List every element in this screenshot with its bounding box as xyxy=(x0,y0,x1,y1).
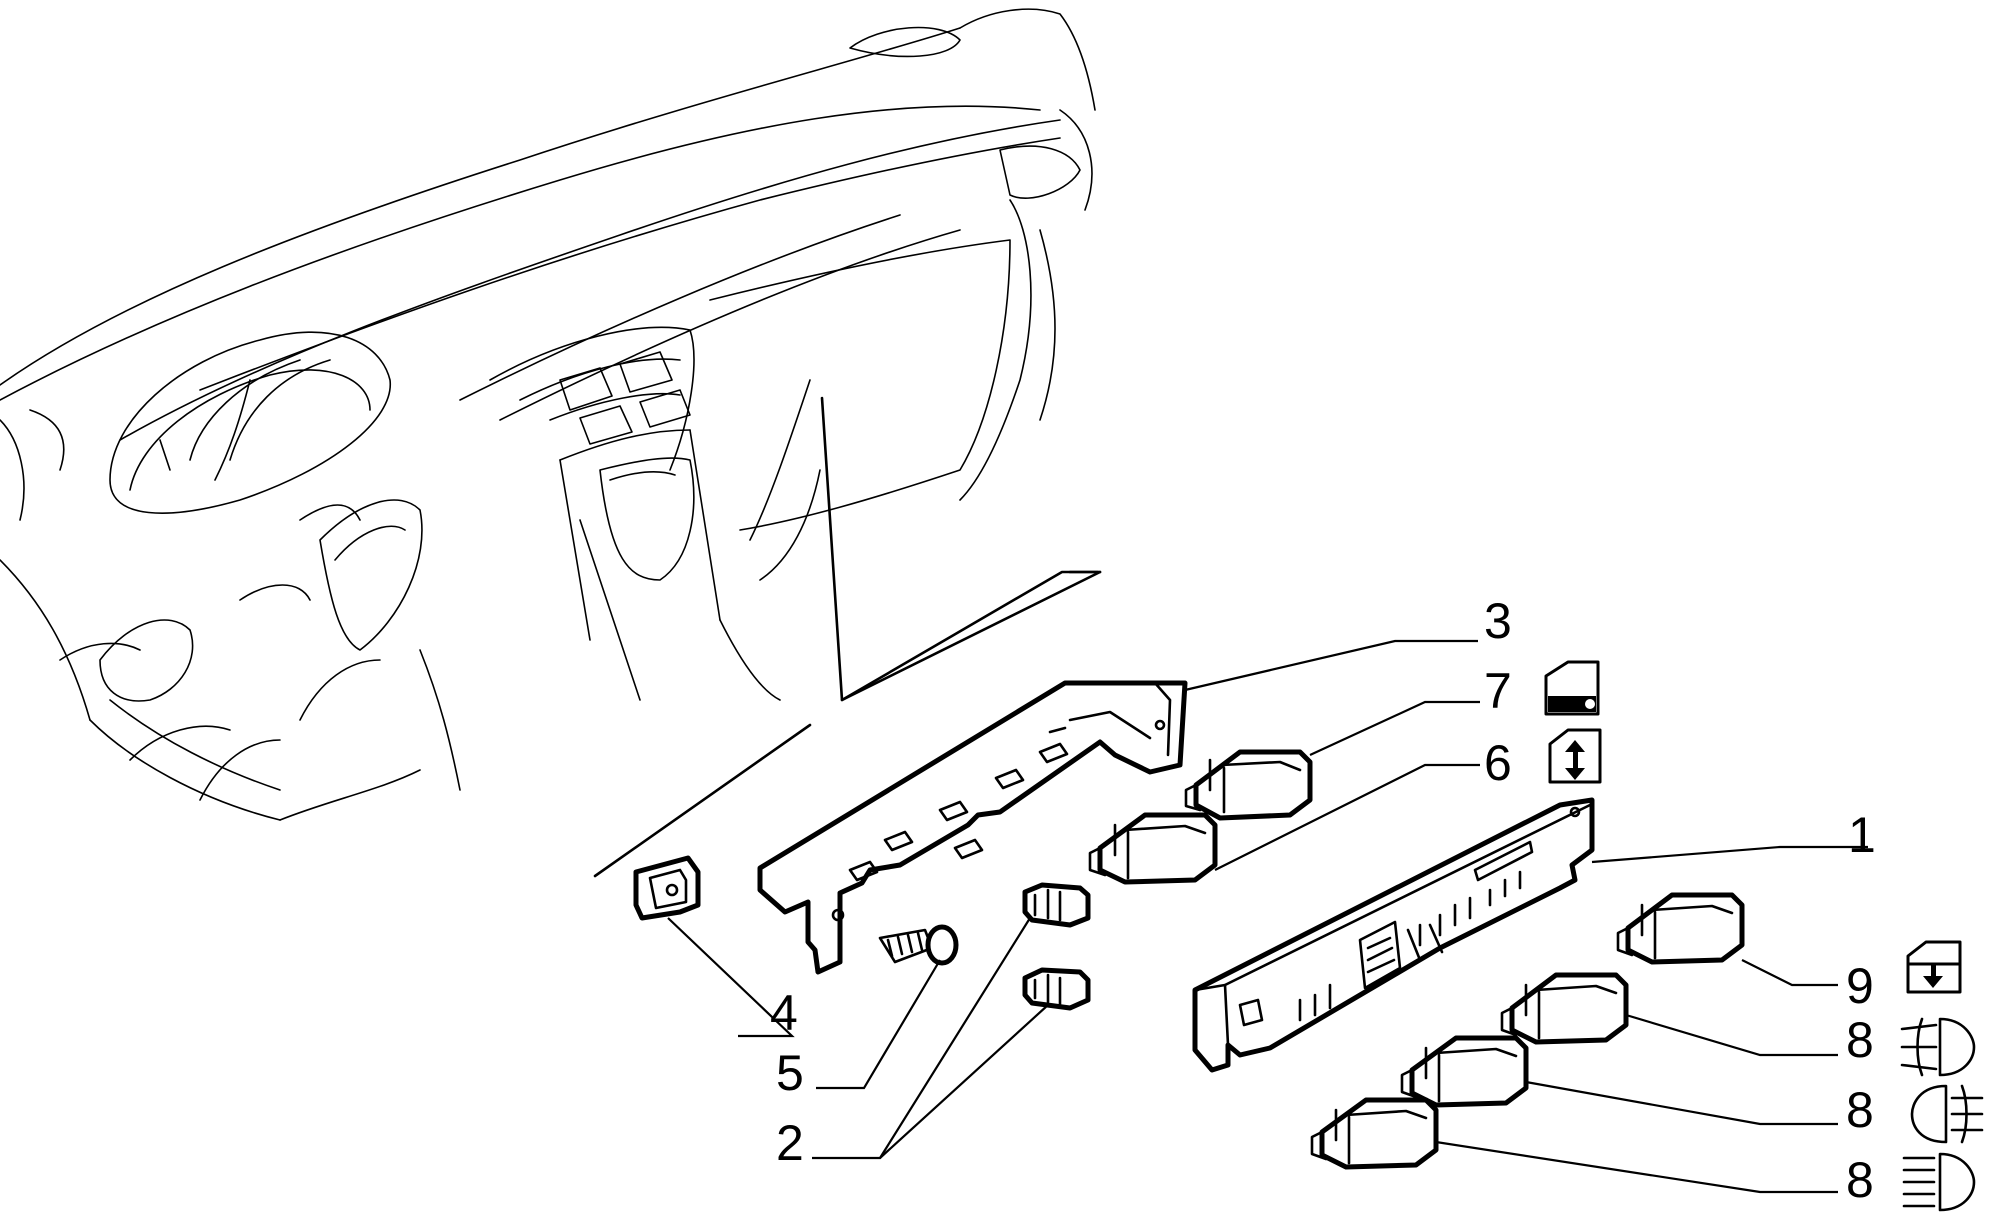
headlight-high-beam-icon xyxy=(1902,1152,1976,1212)
screw xyxy=(878,924,959,966)
switch-9 xyxy=(1616,892,1745,965)
leader-lines xyxy=(667,639,1868,1194)
leader-5 xyxy=(816,959,941,1090)
front-fog-light-icon xyxy=(1900,1017,1976,1077)
leader-8b xyxy=(1525,1080,1838,1126)
switch-panel-base xyxy=(1192,797,1595,1073)
leader-3 xyxy=(1184,639,1478,692)
dashboard-outline xyxy=(0,8,1096,821)
small-relay-clips xyxy=(1022,882,1091,1011)
callout-1: 1 xyxy=(1848,807,1876,863)
leader-7 xyxy=(1309,700,1480,756)
callout-6: 6 xyxy=(1484,735,1512,791)
clip-nut xyxy=(633,855,701,921)
leader-9 xyxy=(1741,959,1838,987)
callout-8a: 8 xyxy=(1846,1012,1874,1068)
callout-3: 3 xyxy=(1484,593,1512,649)
callout-5: 5 xyxy=(776,1045,804,1101)
power-window-down-icon xyxy=(1906,940,1962,994)
switch-6 xyxy=(1088,812,1218,885)
leader-8a xyxy=(1625,1013,1838,1057)
leader-8c xyxy=(1435,1140,1838,1194)
leader-1 xyxy=(1591,845,1868,864)
switch-8-rear-fog xyxy=(1400,1035,1529,1108)
leader-2b xyxy=(879,1004,1049,1159)
callout-9: 9 xyxy=(1846,958,1874,1014)
switch-bracket xyxy=(757,680,1188,975)
callout-numbers: 3 7 6 1 9 8 8 8 4 5 2 xyxy=(770,593,1876,1208)
door-lock-symbol-icon xyxy=(1544,660,1600,716)
switch-8-high-beam xyxy=(1310,1097,1439,1170)
callout-8c: 8 xyxy=(1846,1152,1874,1208)
dash-leader-lines xyxy=(593,396,1102,878)
switch-8-front-fog xyxy=(1500,972,1629,1045)
rear-fog-light-icon xyxy=(1910,1084,1984,1144)
switch-7 xyxy=(1184,749,1313,821)
callout-2: 2 xyxy=(776,1115,804,1171)
callout-8b: 8 xyxy=(1846,1082,1874,1138)
callout-7: 7 xyxy=(1484,663,1512,719)
power-window-up-down-icon xyxy=(1548,728,1602,784)
leader-6 xyxy=(1214,763,1480,871)
leader-4 xyxy=(667,917,795,1038)
callout-4: 4 xyxy=(770,985,798,1041)
